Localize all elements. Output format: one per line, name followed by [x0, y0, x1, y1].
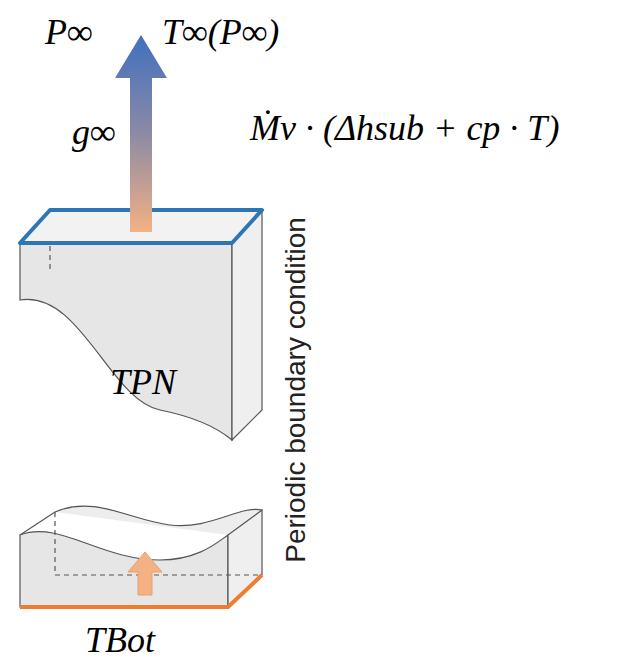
- top-block: TPN: [15, 200, 275, 450]
- temperature-label: TBot: [85, 620, 155, 660]
- temperature-label: TPN: [110, 362, 176, 402]
- bottom-block: TBot: [15, 495, 275, 665]
- energy-flux-label: Ṁv · (Δhsub + cp · T): [250, 108, 559, 148]
- boundary-label: Periodic boundary condition: [279, 200, 347, 580]
- gravity-label: g∞: [72, 112, 116, 152]
- pressure-label: P∞: [45, 12, 93, 52]
- block-outline: [15, 200, 275, 450]
- temperature-label: T∞(P∞): [162, 12, 279, 52]
